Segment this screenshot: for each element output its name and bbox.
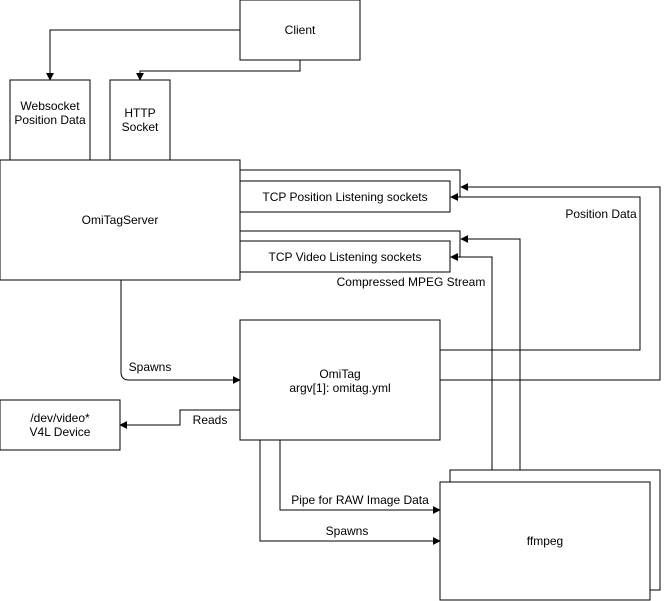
ffmpeg-label: ffmpeg (527, 534, 563, 548)
edge-omitag-outer (440, 183, 661, 381)
omitag-label-line2: argv[1]: omitag.yml (289, 381, 390, 395)
http-node: HTTP Socket (109, 79, 171, 161)
edge-client-to-websocket (46, 29, 240, 81)
edge-omitag-spawns-ffmpeg (259, 440, 441, 545)
omitag-node: OmiTag argv[1]: omitag.yml (239, 319, 441, 441)
client-node: Client (239, 0, 361, 61)
edge-omitag-position-data (440, 193, 641, 351)
spawns-ffmpeg-label: Spawns (326, 524, 369, 538)
spawns-omitag-label: Spawns (129, 360, 172, 374)
reads-label: Reads (193, 413, 228, 427)
edge-ffmpeg-back-loop (460, 235, 521, 470)
edge-ffmpeg-compressed-stream (450, 253, 493, 482)
ffmpeg-node: ffmpeg (439, 469, 661, 601)
http-label-line1: HTTP (124, 106, 155, 120)
client-label: Client (285, 23, 316, 37)
edge-omitag-pipe-ffmpeg (279, 440, 441, 514)
server-node: OmiTagServer (0, 159, 241, 281)
websocket-label-line1: Websocket (20, 99, 80, 113)
tcp-position-node: TCP Position Listening sockets (239, 180, 451, 213)
ffmpeg-front-sheet (439, 481, 651, 601)
position-data-label: Position Data (565, 207, 637, 221)
device-label-line2: V4L Device (30, 425, 91, 439)
server-label: OmiTagServer (82, 213, 159, 227)
tcp-position-label: TCP Position Listening sockets (262, 190, 427, 204)
omitag-label-line1: OmiTag (319, 367, 360, 381)
pipe-raw-label: Pipe for RAW Image Data (291, 493, 429, 507)
tcp-video-node: TCP Video Listening sockets (239, 240, 451, 273)
edge-server-spawns-omitag (120, 280, 241, 384)
device-node: /dev/video* V4L Device (0, 399, 121, 451)
websocket-node: Websocket Position Data (9, 79, 91, 161)
websocket-label-line2: Position Data (14, 113, 86, 127)
device-label-line1: /dev/video* (30, 411, 90, 425)
edge-omitag-reads-device (119, 409, 240, 429)
tcp-video-label: TCP Video Listening sockets (269, 250, 422, 264)
edge-client-to-http (136, 60, 301, 81)
compressed-stream-label: Compressed MPEG Stream (337, 275, 486, 289)
http-label-line2: Socket (122, 120, 159, 134)
